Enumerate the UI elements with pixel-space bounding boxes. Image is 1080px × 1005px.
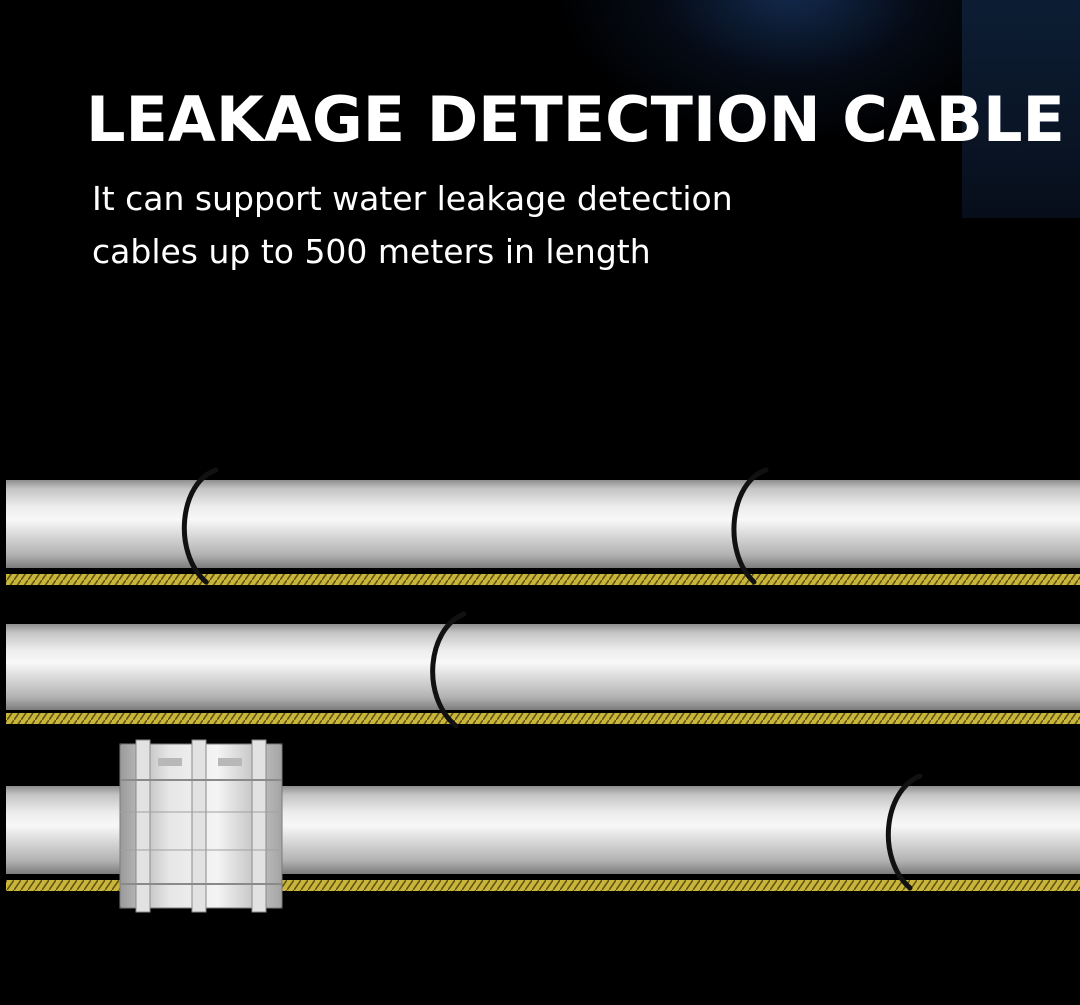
sensing-cable-2: [6, 713, 1080, 724]
pipe-coupler: [119, 739, 283, 913]
page-subtitle: It can support water leakage detection c…: [92, 172, 852, 278]
cable-clip: [885, 773, 923, 891]
pipe-1: [6, 467, 1080, 585]
pipe-3: [6, 739, 1080, 913]
subtitle-line-2: cables up to 500 meters in length: [92, 232, 651, 271]
subtitle-line-1: It can support water leakage detection: [92, 179, 733, 218]
cable-clip: [731, 467, 769, 585]
cable-clip: [181, 467, 219, 585]
sensing-cable-3: [6, 880, 1080, 891]
cable-clip: [430, 611, 467, 729]
page-title: LEAKAGE DETECTION CABLE: [86, 83, 1065, 156]
sensing-cable-1: [6, 574, 1080, 585]
pipe-2: [6, 611, 1080, 729]
pipes-illustration: [6, 467, 1080, 913]
